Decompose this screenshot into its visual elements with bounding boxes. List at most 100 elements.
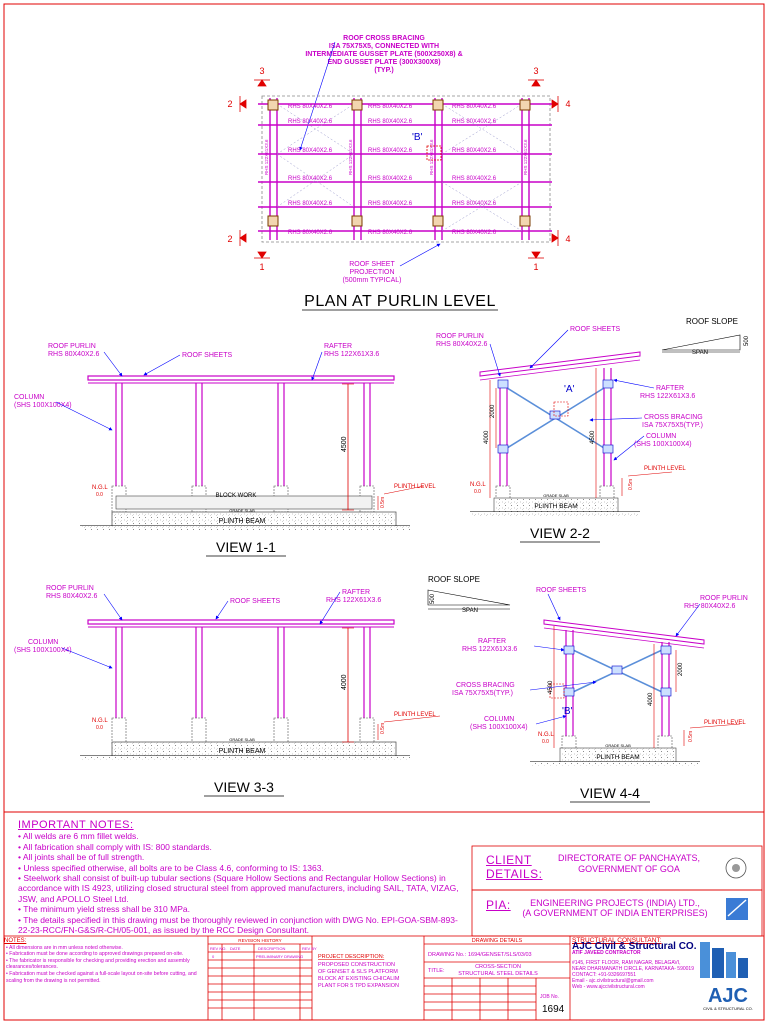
- svg-text:RHS 80X40X2.6: RHS 80X40X2.6: [452, 176, 497, 182]
- svg-text:3: 3: [259, 66, 264, 76]
- svg-text:0.5m: 0.5m: [688, 731, 694, 742]
- svg-text:RHS 122X61X3.6: RHS 122X61X3.6: [462, 646, 517, 653]
- svg-text:PLINTH LEVEL: PLINTH LEVEL: [704, 720, 746, 726]
- svg-text:RHS 122X61X3.6: RHS 122X61X3.6: [264, 139, 269, 175]
- plan-purlin-labels: RHS 80X40X2.6 RHS 80X40X2.6 RHS 80X40X2.…: [288, 104, 497, 236]
- svg-text:RHS 80X40X2.6: RHS 80X40X2.6: [288, 119, 333, 125]
- svg-text:PROJECT DESCRIPTION:: PROJECT DESCRIPTION:: [318, 954, 385, 960]
- svg-text:1694: 1694: [542, 1004, 565, 1015]
- svg-text:RHS 80X40X2.6: RHS 80X40X2.6: [436, 341, 487, 348]
- svg-text:ROOF SLOPE: ROOF SLOPE: [428, 575, 480, 584]
- svg-text:4500: 4500: [548, 680, 554, 694]
- svg-text:N.G.L: N.G.L: [92, 718, 108, 724]
- svg-text:PROJECTION: PROJECTION: [349, 269, 394, 276]
- pia-label: PIA:: [486, 898, 511, 912]
- svg-text:ROOF CROSS BRACING: ROOF CROSS BRACING: [343, 35, 425, 42]
- svg-text:0.0: 0.0: [96, 725, 103, 731]
- svg-text:4000: 4000: [648, 692, 654, 706]
- plan-bracing-note: ROOF CROSS BRACING ISA 75X75X5, CONNECTE…: [305, 35, 462, 74]
- svg-text:CROSS BRACING: CROSS BRACING: [456, 682, 515, 689]
- consultant-logo: AJC CIVIL & STRUCTURAL CO.: [700, 942, 753, 1011]
- svg-text:ROOF PURLIN: ROOF PURLIN: [48, 343, 96, 350]
- svg-text:4: 4: [565, 99, 570, 109]
- svg-text:RAFTER: RAFTER: [478, 638, 506, 645]
- svg-text:GRADE SLAB: GRADE SLAB: [229, 737, 255, 742]
- title-block-grid: [3, 845, 765, 1021]
- svg-text:2: 2: [227, 234, 232, 244]
- note-item: The details specified in this drawing mu…: [18, 915, 468, 936]
- svg-text:COLUMN: COLUMN: [14, 394, 44, 401]
- svg-text:ROOF SHEETS: ROOF SHEETS: [570, 326, 621, 333]
- svg-text:ISA 75X75X5, CONNECTED WITH: ISA 75X75X5, CONNECTED WITH: [329, 43, 439, 50]
- svg-text:PLINTH LEVEL: PLINTH LEVEL: [644, 466, 686, 472]
- svg-text:ISA 75X75X5(TYP.): ISA 75X75X5(TYP.): [642, 422, 703, 429]
- svg-text:JOB No.: JOB No.: [540, 994, 559, 1000]
- svg-text:RHS 80X40X2.6: RHS 80X40X2.6: [452, 119, 497, 125]
- svg-text:(TYP.): (TYP.): [374, 67, 393, 74]
- svg-text:ROOF SLOPE: ROOF SLOPE: [686, 317, 738, 326]
- view-4-4: ROOF SLOPE SPAN 500 'B' PLINTH BEAM GRAD…: [427, 575, 748, 803]
- svg-text:RHS 122X61X3.6: RHS 122X61X3.6: [324, 351, 379, 358]
- svg-text:0.5m: 0.5m: [628, 479, 634, 490]
- svg-text:N.G.L: N.G.L: [92, 485, 108, 491]
- svg-text:PLINTH LEVEL: PLINTH LEVEL: [394, 712, 436, 718]
- svg-text:500: 500: [430, 593, 436, 604]
- plan-columns: [267, 99, 531, 227]
- svg-text:RHS 80X40X2.6: RHS 80X40X2.6: [48, 351, 99, 358]
- project-description: PROJECT DESCRIPTION: PROPOSED CONSTRUCTI…: [318, 954, 400, 989]
- svg-text:PRELIMINARY DRAWING: PRELIMINARY DRAWING: [256, 954, 303, 959]
- plan-purlins: [258, 103, 552, 232]
- pia-logo-icon: [726, 898, 748, 920]
- svg-text:PLINTH LEVEL: PLINTH LEVEL: [394, 484, 436, 490]
- svg-text:N.G.L: N.G.L: [470, 482, 486, 488]
- plan-detail-b-marker: [426, 145, 442, 161]
- svg-text:GRADE SLAB: GRADE SLAB: [229, 508, 255, 513]
- svg-text:RHS 80X40X2.6: RHS 80X40X2.6: [368, 176, 413, 182]
- svg-text:RHS 122X61X3.6: RHS 122X61X3.6: [429, 139, 434, 175]
- svg-text:ROOF SHEETS: ROOF SHEETS: [182, 352, 233, 359]
- general-notes-heading: NOTES:: [4, 938, 27, 944]
- svg-text:RHS 122X61X3.6: RHS 122X61X3.6: [326, 597, 381, 604]
- svg-text:SPAN: SPAN: [462, 608, 478, 614]
- svg-text:(500mm TYPICAL): (500mm TYPICAL): [343, 277, 402, 284]
- svg-text:RHS 80X40X2.6: RHS 80X40X2.6: [452, 201, 497, 207]
- svg-text:RHS 80X40X2.6: RHS 80X40X2.6: [288, 201, 333, 207]
- svg-text:RAFTER: RAFTER: [342, 589, 370, 596]
- svg-text:2000: 2000: [678, 662, 684, 676]
- consultant-address: #145, FIRST FLOOR, RAM NAGAR, BELAGAVI, …: [572, 960, 694, 990]
- view-4-4-detail-b: 'B': [562, 706, 573, 717]
- svg-text:GRADE SLAB: GRADE SLAB: [605, 743, 631, 748]
- svg-text:RHS 80X40X2.6: RHS 80X40X2.6: [288, 148, 333, 154]
- svg-text:4500: 4500: [341, 436, 348, 452]
- svg-text:RHS 122X61X3.6: RHS 122X61X3.6: [640, 393, 695, 400]
- svg-text:SPAN: SPAN: [692, 350, 708, 356]
- svg-text:RAFTER: RAFTER: [656, 385, 684, 392]
- svg-text:0.0: 0.0: [96, 492, 103, 498]
- view-4-4-title: VIEW 4-4: [580, 785, 640, 801]
- consultant-name: AJC Civil & Structural CO.: [572, 941, 697, 952]
- svg-text:RHS 80X40X2.6: RHS 80X40X2.6: [452, 230, 497, 236]
- plan-detail-b: 'B': [412, 132, 423, 143]
- svg-text:RHS 80X40X2.6: RHS 80X40X2.6: [288, 230, 333, 236]
- svg-text:RHS 80X40X2.6: RHS 80X40X2.6: [368, 104, 413, 110]
- svg-text:RHS 80X40X2.6: RHS 80X40X2.6: [452, 148, 497, 154]
- svg-text:ROOF SHEETS: ROOF SHEETS: [230, 598, 281, 605]
- note-item: All joints shall be of full strength.: [18, 852, 468, 862]
- pia-value: ENGINEERING PROJECTS (INDIA) LTD., (A GO…: [522, 898, 708, 918]
- svg-text:INTERMEDIATE GUSSET PLATE (500: INTERMEDIATE GUSSET PLATE (500X250X8) &: [305, 51, 462, 58]
- note-item: Unless specified otherwise, all bolts ar…: [18, 863, 468, 873]
- svg-text:4500: 4500: [590, 430, 596, 444]
- svg-text:PLANT FOR 5 TPD EXPANSION: PLANT FOR 5 TPD EXPANSION: [318, 983, 399, 989]
- svg-text:RHS 80X40X2.6: RHS 80X40X2.6: [684, 603, 735, 610]
- svg-text:DRAWING DETAILS: DRAWING DETAILS: [472, 938, 523, 944]
- svg-text:4: 4: [565, 234, 570, 244]
- svg-text:ROOF SHEETS: ROOF SHEETS: [536, 587, 587, 594]
- note-item: All welds are 6 mm fillet welds.: [18, 831, 468, 841]
- svg-text:COLUMN: COLUMN: [28, 639, 58, 646]
- svg-text:ROOF SHEET: ROOF SHEET: [349, 261, 395, 268]
- general-notes: NOTES: All dimensions are in mm unless n…: [4, 938, 204, 1020]
- svg-text:PLINTH BEAM: PLINTH BEAM: [596, 754, 639, 761]
- client-label: CLIENT DETAILS:: [486, 853, 543, 881]
- note-item: Steelwork shall consist of built-up tubu…: [18, 873, 468, 904]
